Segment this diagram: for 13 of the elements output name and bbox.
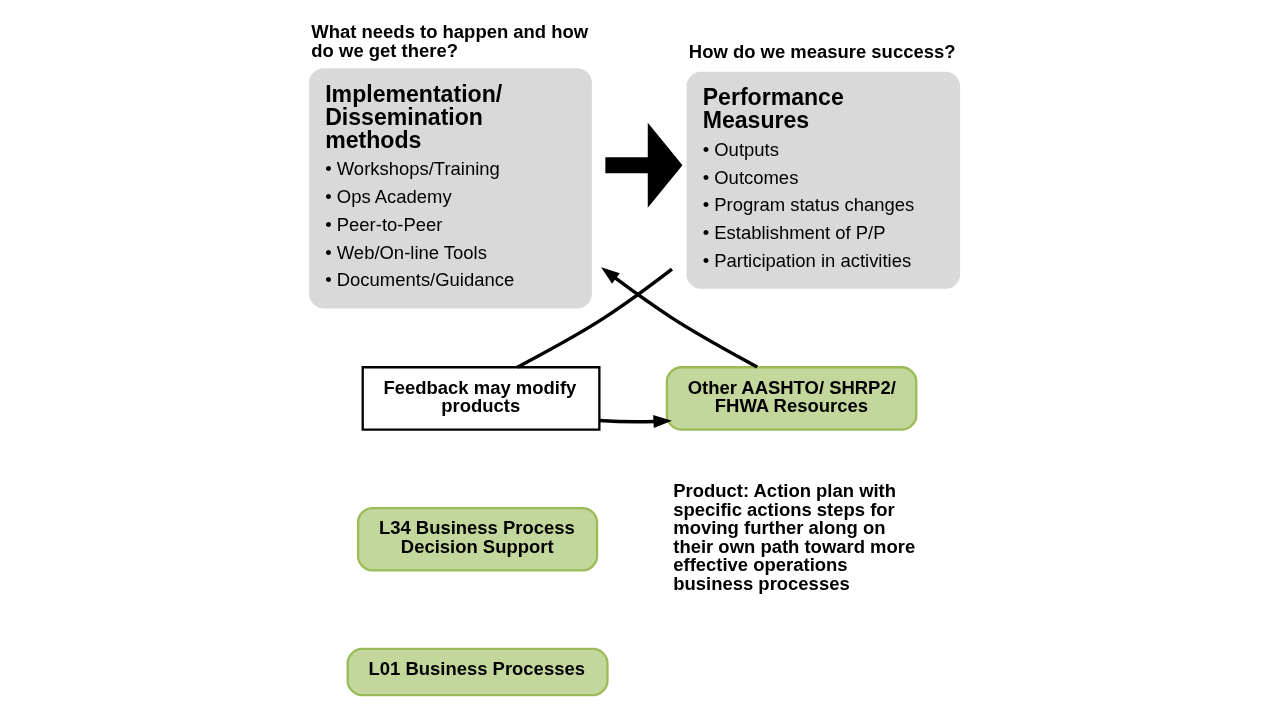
node-label: What needs to happen and how do we get there? bbox=[311, 21, 589, 61]
node-box: Other AASHTO/ SHRP2/ FHWA Resources bbox=[665, 366, 918, 431]
arrow bbox=[601, 267, 759, 369]
node-box: L34 Business Process Decision Support bbox=[356, 506, 599, 572]
connector bbox=[516, 267, 673, 369]
label: Product: Action plan with specific actions steps for moving further along on their own path toward more effective operations business processes bbox=[673, 480, 916, 594]
arrow bbox=[605, 122, 683, 208]
node-box: L01 Business Processes bbox=[346, 647, 609, 697]
arrow bbox=[599, 415, 672, 429]
node-box: Performance Measures • Outputs • Outcomes • Program status changes • Establishment of P/P • Participation in activities bbox=[686, 71, 961, 289]
node-label: How do we measure success? bbox=[688, 40, 956, 62]
node-box: Implementation/ Dissemination methods • Workshops/Training • Ops Academy • Peer-to-Peer • Web/On-line Tools • Documents/Guidance bbox=[309, 68, 592, 309]
node-box: Feedback may modify products bbox=[361, 366, 601, 431]
